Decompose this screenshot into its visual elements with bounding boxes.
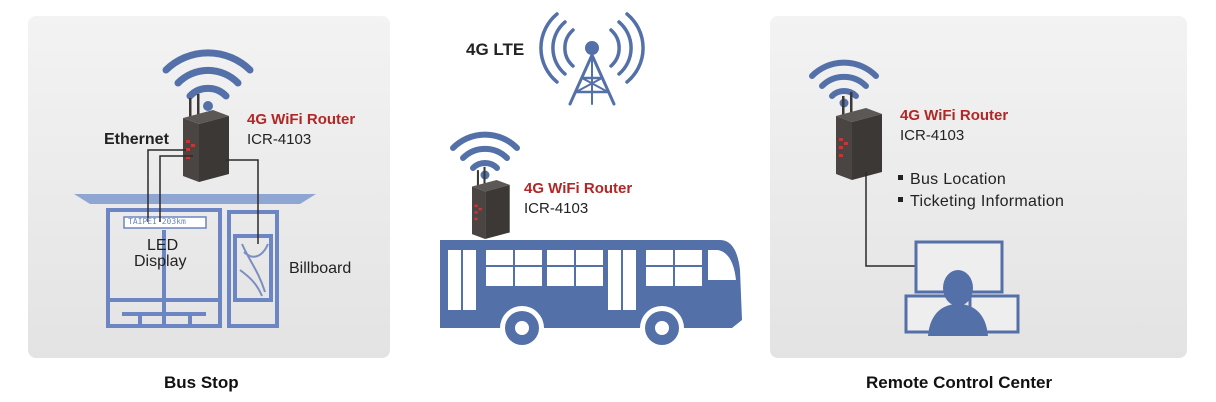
router-model: ICR-4103 (900, 127, 965, 144)
led-label-line1: LED (147, 237, 179, 254)
router-title: 4G WiFi Router (900, 107, 1009, 124)
bus-stop-caption: Bus Stop (164, 373, 239, 392)
feature-item: Bus Location (898, 171, 1006, 189)
bus-stop-icon (74, 194, 316, 204)
led-display-icon (123, 216, 207, 229)
feature-item: Ticketing Information (898, 193, 1064, 211)
billboard-image (239, 243, 269, 297)
network-cable (865, 172, 916, 267)
wifi-icon (162, 49, 254, 111)
ethernet-cable (147, 149, 259, 244)
cell-tower-icon (539, 12, 645, 106)
wifi-icon (809, 59, 879, 108)
router-model: ICR-4103 (247, 131, 312, 148)
person-icon (928, 270, 988, 336)
bus-icon (440, 240, 742, 350)
router-title: 4G WiFi Router (524, 180, 633, 197)
router-title: 4G WiFi Router (247, 111, 356, 128)
led-label-line2: Display (134, 253, 187, 270)
control-center-caption: Remote Control Center (866, 373, 1053, 392)
led-sign-text: TAIPEI 203km (128, 217, 186, 226)
ethernet-label: Ethernet (104, 131, 169, 148)
router-icon (836, 92, 882, 180)
shelter-frame (106, 208, 279, 328)
router-model: ICR-4103 (524, 200, 589, 217)
router-icon (472, 166, 510, 240)
network-label: 4G LTE (466, 40, 525, 59)
billboard-label: Billboard (289, 260, 352, 277)
